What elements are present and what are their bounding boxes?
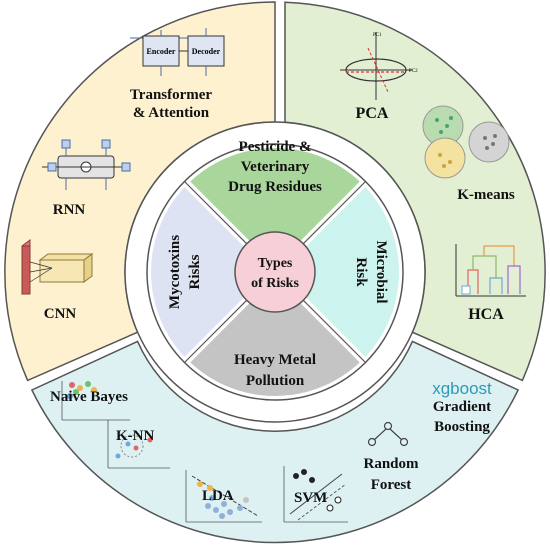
svm-label: SVM xyxy=(294,490,327,506)
lda-icon xyxy=(185,470,262,523)
rnn-icon xyxy=(42,139,131,190)
lda-label: LDA xyxy=(202,488,234,504)
cnn-label: CNN xyxy=(44,306,77,322)
gradient-boosting-label-2: Boosting xyxy=(434,419,490,435)
knn-label: K-NN xyxy=(116,428,154,444)
decoder-text: Decoder xyxy=(192,47,221,56)
random-forest-label-2: Forest xyxy=(371,477,412,493)
kmeans-label: K-means xyxy=(457,187,515,203)
gradient-boosting-label-1: Gradient xyxy=(433,399,491,415)
naive-bayes-label: Naive Bayes xyxy=(50,389,128,405)
pesticide-label-2: Veterinary xyxy=(241,159,310,175)
xgboost-logo: xgboost xyxy=(432,379,492,398)
random-forest-icon xyxy=(367,421,409,447)
cnn-icon xyxy=(21,239,94,295)
center-label-1: Types xyxy=(258,256,293,271)
transformer-icon: Encoder Decoder xyxy=(130,28,225,76)
pca-pc1-text: PC1 xyxy=(373,33,382,38)
knn-icon xyxy=(107,420,170,469)
sector-supervised xyxy=(30,340,520,544)
center-label-2: of Risks xyxy=(251,276,299,291)
encoder-text: Encoder xyxy=(147,47,176,56)
pca-pc2-text: PC2 xyxy=(409,69,418,74)
pca-label: PCA xyxy=(356,105,389,122)
hca-icon xyxy=(455,244,526,297)
pesticide-label-1: Pesticide & xyxy=(239,139,312,155)
heavy-metal-label-2: Pollution xyxy=(246,373,305,389)
naive-bayes-icon xyxy=(61,381,130,421)
pca-icon: PC1 PC2 xyxy=(340,32,418,100)
transformer-label-2: & Attention xyxy=(133,105,210,121)
hca-label: HCA xyxy=(468,306,504,323)
svm-icon xyxy=(283,466,348,523)
microbial-label-1: Microbial xyxy=(373,240,389,303)
transformer-label-1: Transformer xyxy=(130,87,213,103)
random-forest-label-1: Random xyxy=(363,456,419,472)
rnn-label: RNN xyxy=(53,202,86,218)
kmeans-icon xyxy=(422,105,510,179)
pesticide-label-3: Drug Residues xyxy=(228,179,322,195)
heavy-metal-label-1: Heavy Metal xyxy=(234,352,316,368)
microbial-label-2: Risk xyxy=(353,257,369,287)
center-circle xyxy=(234,231,316,313)
mycotoxins-label-1: Mycotoxins xyxy=(167,235,183,309)
mycotoxins-label-2: Risks xyxy=(187,254,203,289)
